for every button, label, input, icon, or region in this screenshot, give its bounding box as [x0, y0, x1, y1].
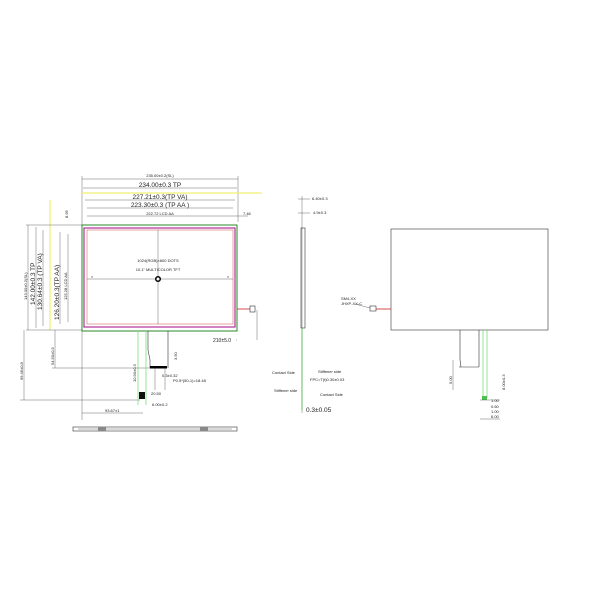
dim-tail-thickness: 0.3±0.05 [306, 407, 332, 414]
dim-pin-4: 6.00 [491, 414, 500, 419]
dim-tp-tail: 10.90±0.3 [132, 363, 137, 382]
dim-tp-width: 234.00±0.3 TP [139, 182, 181, 189]
dim-fpc-length: 54.50±0.5 [50, 346, 55, 365]
connector-label-1: SM4-XX [341, 296, 356, 301]
dim-tp-tail-width: 6.00±0.2 [152, 402, 168, 407]
front-view: 235.00±0.2(SL) 234.00±0.3 TP 227.21±0.3(… [19, 173, 262, 420]
dim-cable-length: 210±5.0 [213, 338, 231, 344]
dim-offset-right: 7.46 [243, 211, 252, 216]
dim-fpc-3-50: 3.50 [173, 351, 178, 360]
dim-offset-top: 8.95 [64, 209, 69, 218]
dim-rear-tail: 8.00±0.3 [501, 374, 506, 390]
label-contact-side-1: Contact Side [272, 370, 296, 375]
dim-sl-height: 143.00±0.2(SL) [23, 272, 28, 300]
label-stiffener-side-2: Stiffener side [274, 388, 298, 393]
dim-tail-length: 99.46±0.8 [19, 361, 24, 380]
dim-pitch-tol: 0.3±0.32 [162, 373, 178, 378]
panel-resolution: 1024(RGB)×600 DOTS [137, 258, 179, 263]
dim-lcd-aa-height: 125.28 LCD AA [63, 272, 68, 300]
bottom-view [72, 426, 238, 432]
dim-pin-3: 1.00 [491, 409, 500, 414]
dim-tp-height: 142.00±0.3 TP [30, 263, 37, 305]
dim-tail-offset: 93.67±1 [105, 408, 120, 413]
dim-pitch: P0.5*(50-1)=18.48 [173, 378, 207, 383]
dim-rear-5: 5.00 [448, 375, 453, 384]
dim-sl-width: 235.00±0.2(SL) [146, 173, 174, 178]
dim-thickness-lcd: 4.9±0.3 [313, 210, 327, 215]
label-contact-side-2: Contact Side [320, 392, 344, 397]
connector-label-2: JHXP-XX-C [341, 301, 362, 306]
dim-thickness-total: 6.40±0.3 [312, 196, 328, 201]
rear-view: SM4-XX JHXP-XX-C 5.00 8.00±0.3 1.00 0.60… [341, 228, 549, 420]
label-stiffener-side-1: Stiffener side [318, 369, 342, 374]
dim-lcd-aa-width: 222.72 LCD AA [146, 211, 174, 216]
dim-fpc-thickness: FPC=T(t)0.30±0.03 [310, 377, 345, 382]
x-mark: × [91, 274, 94, 279]
dim-tp-aa-height: 126.20±0.3(TP AA) [54, 265, 61, 320]
x-mark: × [227, 274, 230, 279]
dim-tp-aa-width: 223.30±0.3 (TP AA ) [131, 202, 189, 209]
side-view: 6.40±0.3 4.9±0.3 Contact Side Stiffener … [272, 196, 345, 414]
dim-fpc-width: 20.50 [151, 391, 162, 396]
dim-tp-va-width: 227.21±0.3(TP VA) [133, 194, 188, 201]
dim-pin-2: 0.60 [491, 404, 500, 409]
dim-pin-1: 1.00 [491, 398, 500, 403]
dim-tp-va-height: 130.64±0.3 (TP VA) [37, 253, 44, 310]
panel-type: 10.1" MULTICOLOR TFT [136, 267, 181, 272]
